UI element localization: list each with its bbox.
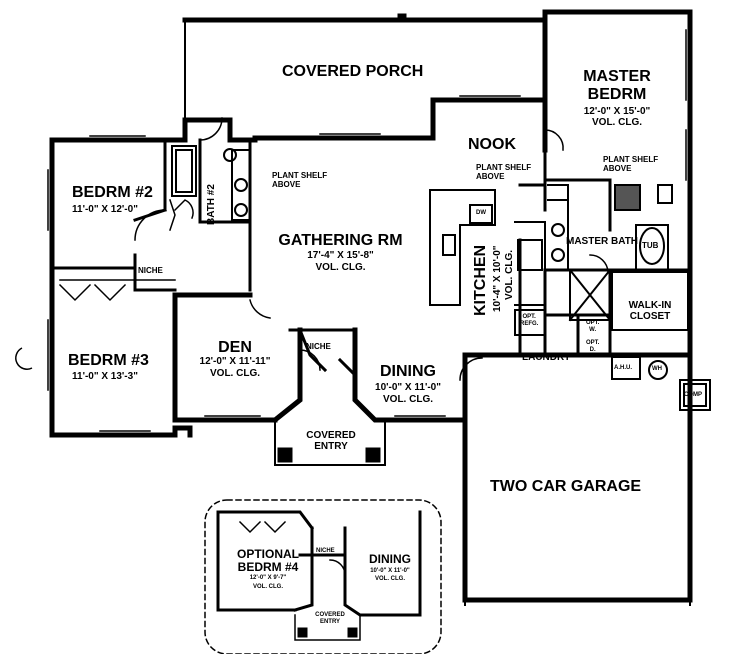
- inset-dining-label: DINING: [369, 552, 411, 566]
- plant-shelf-3-line-1: PLANT SHELF: [603, 155, 659, 164]
- inset-covered-entry-line-2: ENTRY: [319, 618, 341, 625]
- optional-refrigerator-label: OPT. REFG.: [520, 314, 538, 327]
- optional-bedroom-4-line-1: OPTIONAL: [237, 547, 299, 561]
- garage-details: [464, 356, 711, 606]
- master-bedroom-note: VOL. CLG.: [592, 117, 642, 128]
- covered-porch-label: COVERED PORCH: [282, 63, 424, 80]
- opt-w-line-1: OPT.: [586, 320, 600, 326]
- plan-edge-mark: [15, 347, 33, 370]
- entry-post-left: [277, 447, 293, 463]
- gathering-room-dims: 17'-4" X 15'-8": [307, 250, 374, 261]
- compressor-label: COMP: [684, 392, 702, 398]
- bedroom-2-dims: 11'-0" X 12'-0": [72, 204, 138, 215]
- optional-bedroom-4-label: OPTIONAL BEDRM #4: [228, 547, 308, 575]
- opt-d-line-2: D.: [589, 346, 596, 353]
- optional-dryer-label: OPT. D.: [586, 340, 599, 353]
- air-handler-label: A.H.U.: [614, 365, 632, 371]
- master-bedroom-name-1: MASTER: [583, 68, 651, 85]
- plant-shelf-2-line-1: PLANT SHELF: [476, 163, 532, 172]
- plant-shelf-1-line-1: PLANT SHELF: [272, 171, 328, 180]
- gathering-room-note: VOL. CLG.: [315, 262, 366, 273]
- inset-dining-note: VOL. CLG.: [375, 576, 405, 582]
- water-heater-label: WH: [652, 366, 662, 372]
- dining-dims: 10'-0" X 11'-0": [375, 382, 441, 393]
- optional-washer-label: OPT. W.: [586, 320, 599, 333]
- closet-doors: [58, 199, 176, 302]
- porch-post: [397, 13, 407, 23]
- covered-entry-label: COVERED ENTRY: [296, 430, 366, 452]
- master-bedroom-label: MASTER BEDRM: [562, 68, 672, 103]
- inset-niche-label: NICHE: [316, 548, 335, 554]
- tub-label: TUB: [642, 241, 659, 250]
- plant-shelf-2-line-2: ABOVE: [476, 171, 505, 181]
- gathering-room-label: GATHERING RM: [278, 232, 403, 249]
- inset-dining-dims: 10'-0" X 11'-0": [370, 568, 410, 574]
- opt-refg-line-1: OPT.: [522, 314, 536, 320]
- bedroom-3-label: BEDRM #3: [68, 352, 149, 369]
- covered-entry-structure: [274, 419, 386, 466]
- kitchen-dims: 10'-4" X 10'-0": [492, 245, 503, 313]
- opt-d-line-1: OPT.: [586, 340, 600, 346]
- plant-shelf-note-2: PLANT SHELF ABOVE: [476, 163, 532, 182]
- opt-refg-line-2: REFG.: [520, 320, 539, 327]
- bath2-fixtures: [171, 145, 251, 221]
- dining-note: VOL. CLG.: [383, 394, 433, 405]
- inset-covered-entry-line-1: COVERED: [315, 612, 345, 618]
- plant-shelf-note-1: PLANT SHELF ABOVE: [272, 171, 328, 190]
- optional-bedroom-4-line-2: BEDRM #4: [237, 560, 299, 575]
- den-label: DEN: [218, 339, 252, 356]
- master-bedroom-dims: 12'-0" X 15'-0": [583, 106, 651, 117]
- master-bath-label: MASTER BATH: [566, 236, 639, 247]
- optional-bedroom-4-note: VOL. CLG.: [253, 584, 283, 590]
- dining-label: DINING: [380, 363, 436, 380]
- windows: [47, 29, 691, 436]
- plant-shelf-1-line-2: ABOVE: [272, 179, 301, 189]
- walk-in-closet-label: WALK-IN CLOSET: [620, 300, 680, 322]
- bedroom-3-dims: 11'-0" X 13'-3": [72, 371, 138, 382]
- laundry-label: LAUNDRY: [522, 352, 571, 363]
- opt-w-line-2: W.: [589, 326, 597, 333]
- plant-shelf-note-3: PLANT SHELF ABOVE: [603, 155, 659, 174]
- walk-in-closet-name-1: WALK-IN: [628, 300, 672, 311]
- kitchen-label: KITCHEN: [472, 244, 489, 316]
- kitchen-counters: [429, 184, 569, 336]
- garage-label: TWO CAR GARAGE: [490, 478, 642, 495]
- plant-shelf-3-line-2: ABOVE: [603, 163, 632, 173]
- optional-inset: [204, 499, 442, 654]
- entry-post-right: [365, 447, 381, 463]
- niche-label-1: NICHE: [138, 266, 163, 275]
- den-note: VOL. CLG.: [210, 368, 260, 379]
- inset-covered-entry-label: COVERED ENTRY: [305, 612, 355, 625]
- bedroom-2-label: BEDRM #2: [72, 184, 153, 201]
- niche-label-2: NICHE: [306, 342, 331, 351]
- covered-entry-name-1: COVERED: [306, 430, 356, 441]
- bath-2-label: BATH #2: [206, 184, 217, 225]
- nook-label: NOOK: [468, 136, 516, 153]
- master-bath-fixtures: [568, 184, 689, 331]
- den-dims: 12'-0" X 11'-11": [199, 356, 271, 367]
- master-bedroom-name-2: BEDRM: [587, 85, 647, 103]
- kitchen-note: VOL. CLG.: [504, 250, 515, 300]
- walk-in-closet-name-2: CLOSET: [629, 311, 671, 322]
- door-swings: [134, 117, 609, 381]
- covered-entry-name-2: ENTRY: [314, 441, 348, 452]
- optional-bedroom-4-dims: 12'-0" X 9'-7": [249, 575, 287, 581]
- dishwasher-label: DW: [476, 210, 486, 216]
